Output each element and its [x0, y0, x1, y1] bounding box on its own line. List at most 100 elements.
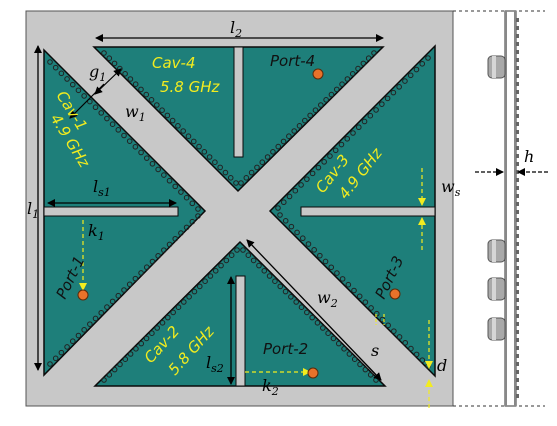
via-hole — [181, 299, 187, 305]
side-via — [516, 42, 519, 46]
via-hole — [227, 175, 234, 181]
via-hole — [355, 124, 362, 131]
via-hole — [143, 335, 150, 342]
via-hole — [419, 60, 426, 67]
side-via — [516, 218, 519, 222]
via-hole — [189, 200, 196, 207]
via-hole — [298, 182, 304, 188]
side-via — [516, 34, 519, 38]
via-hole — [138, 149, 144, 156]
via-hole — [52, 355, 59, 362]
via-hole — [408, 345, 414, 352]
via-hole — [360, 60, 367, 67]
via-hole — [126, 138, 133, 144]
via-hole — [175, 304, 182, 311]
via-hole — [275, 205, 281, 211]
via-hole — [212, 268, 219, 274]
side-via — [516, 386, 519, 390]
via-hole — [81, 93, 87, 99]
via-hole — [294, 229, 300, 236]
via-hole — [126, 281, 133, 288]
side-via — [516, 186, 519, 190]
via-hole — [165, 314, 171, 321]
via-hole — [196, 283, 203, 290]
side-via — [516, 354, 519, 358]
via-hole — [222, 169, 229, 176]
dim-k1-label: k1 — [88, 221, 105, 243]
via-hole — [321, 159, 327, 165]
via-hole — [328, 91, 335, 98]
via-hole — [296, 123, 303, 129]
via-hole — [148, 97, 155, 103]
via-hole — [292, 187, 299, 194]
via-hole — [132, 81, 139, 87]
via-hole — [166, 177, 173, 184]
via-hole — [122, 356, 129, 363]
side-via — [516, 378, 519, 382]
via-hole — [109, 298, 116, 305]
via-hole — [149, 330, 155, 337]
side-via — [516, 282, 519, 286]
via-hole — [309, 170, 316, 177]
via-hole — [207, 273, 214, 279]
via-hole — [212, 159, 218, 165]
via-hole — [98, 309, 105, 316]
side-via — [516, 26, 519, 30]
via-hole — [277, 212, 283, 218]
side-view: h — [453, 10, 548, 407]
via-hole — [81, 327, 87, 333]
via-hole — [302, 117, 308, 124]
via-hole — [164, 112, 171, 119]
via-hole — [373, 107, 379, 113]
via-hole — [69, 81, 76, 88]
connector-bottom — [487, 317, 506, 341]
via-hole — [280, 138, 287, 145]
via-hole — [332, 147, 339, 154]
via-hole — [339, 81, 345, 87]
side-via — [516, 330, 519, 334]
via-hole — [87, 98, 93, 105]
via-hole — [98, 110, 105, 116]
side-via — [516, 266, 519, 270]
via-hole — [172, 183, 179, 190]
via-hole — [413, 66, 420, 73]
side-via — [516, 154, 519, 158]
via-hole — [391, 328, 397, 334]
via-hole — [402, 78, 408, 84]
side-via — [516, 250, 519, 254]
side-via — [516, 274, 519, 278]
via-hole — [259, 159, 266, 165]
via-hole — [264, 154, 271, 160]
via-hole — [315, 164, 322, 171]
via-hole — [127, 351, 134, 357]
via-hole — [270, 149, 276, 155]
via-hole — [109, 121, 116, 127]
side-via — [516, 306, 519, 310]
via-hole — [115, 292, 122, 299]
via-hole — [183, 224, 190, 231]
via-hole — [189, 218, 196, 225]
via-hole — [365, 55, 372, 62]
via-hole — [92, 104, 99, 111]
via-hole — [75, 332, 82, 339]
via-hole — [183, 194, 190, 201]
side-via — [516, 298, 519, 302]
side-via — [516, 58, 519, 62]
via-hole — [304, 176, 310, 182]
via-hole — [238, 180, 244, 186]
via-hole — [180, 128, 186, 134]
cav4-name: Cav-4 — [152, 54, 196, 72]
via-hole — [323, 97, 329, 103]
via-hole — [390, 89, 397, 96]
via-hole — [154, 325, 160, 331]
via-hole — [228, 252, 235, 258]
via-hole — [350, 130, 356, 136]
via-hole — [104, 115, 110, 122]
via-hole — [195, 206, 201, 212]
via-hole — [111, 60, 118, 67]
via-hole — [371, 50, 377, 56]
side-via — [516, 82, 519, 86]
via-hole — [196, 143, 202, 150]
via-hole — [121, 287, 127, 293]
connector-top — [487, 55, 506, 79]
